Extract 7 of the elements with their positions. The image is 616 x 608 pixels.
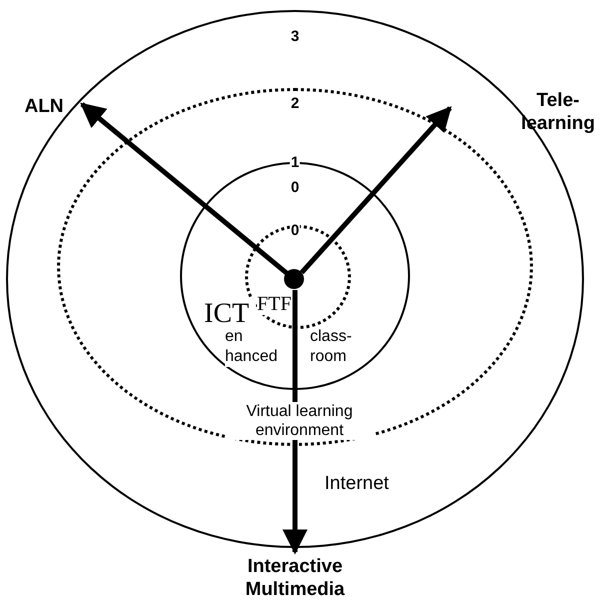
axis-label: Interactive Multimedia: [198, 552, 392, 604]
ring-label: en hanced: [225, 327, 287, 367]
hub-dot: [284, 269, 304, 289]
ring-label: Virtual learning environment: [226, 402, 374, 440]
arrow: [80, 102, 289, 276]
axis-label: ALN: [6, 88, 82, 124]
arrow: [300, 106, 452, 274]
